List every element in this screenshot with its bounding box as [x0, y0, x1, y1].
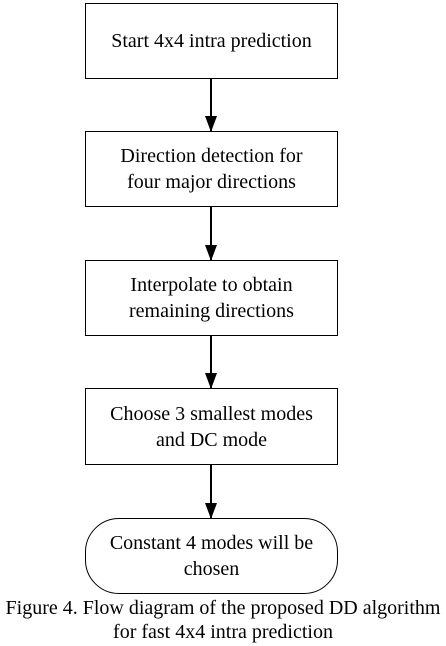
- step-direction-detection-label: Direction detection for four major direc…: [120, 145, 303, 193]
- arrow-1: [205, 79, 217, 132]
- step-start-box: Start 4x4 intra prediction: [85, 3, 338, 79]
- step-interpolate-label: Interpolate to obtain remaining directio…: [129, 274, 294, 322]
- step-direction-detection-box: Direction detection for four major direc…: [85, 131, 338, 207]
- figure-caption: Figure 4. Flow diagram of the proposed D…: [0, 596, 446, 644]
- arrow-2: [205, 207, 217, 261]
- step-choose-modes-box: Choose 3 smallest modes and DC mode: [85, 388, 338, 465]
- arrow-4: [205, 465, 217, 519]
- end-terminal: Constant 4 modes will be chosen: [85, 518, 338, 594]
- arrow-3: [205, 336, 217, 389]
- end-terminal-label: Constant 4 modes will be chosen: [109, 532, 314, 580]
- step-choose-modes-label: Choose 3 smallest modes and DC mode: [110, 402, 313, 451]
- caption-line-1: Figure 4. Flow diagram of the proposed D…: [5, 597, 441, 619]
- step-start-label: Start 4x4 intra prediction: [111, 30, 312, 52]
- step-interpolate-box: Interpolate to obtain remaining directio…: [85, 260, 338, 336]
- caption-line-2: for fast 4x4 intra prediction: [113, 621, 333, 643]
